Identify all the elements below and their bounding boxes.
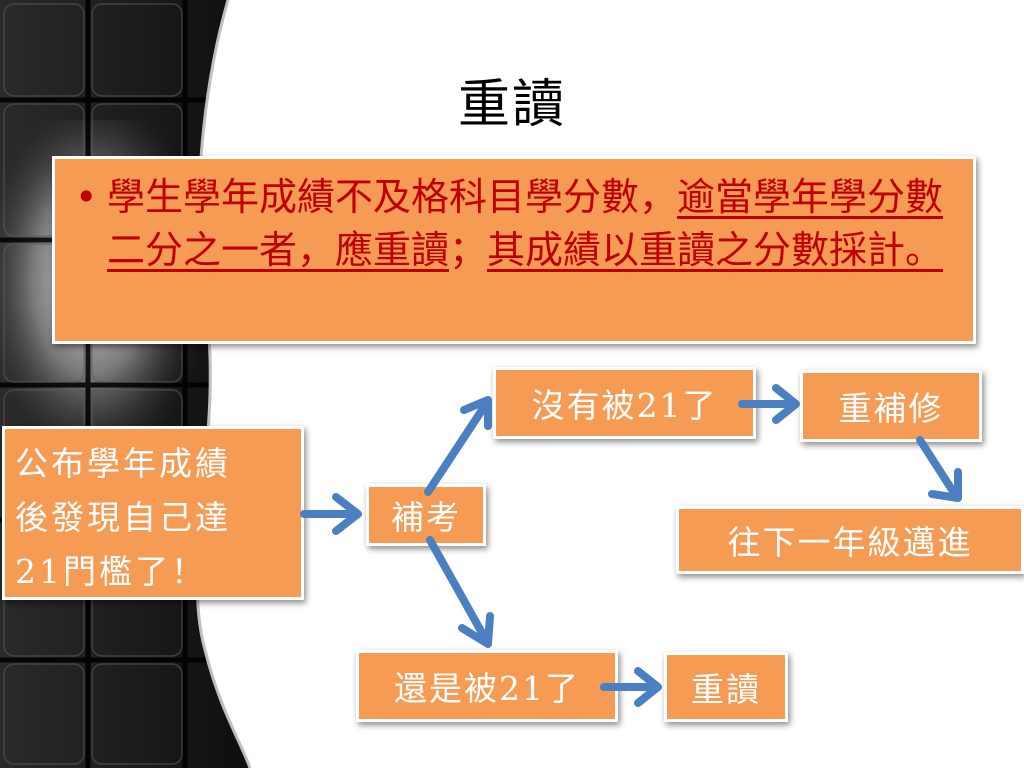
- node-not-failed-label: 沒有被21了: [531, 386, 718, 425]
- node-redo-course: 重補修: [800, 370, 982, 442]
- node-makeup-exam-label: 補考: [391, 498, 461, 537]
- node-redo-course-label: 重補修: [838, 389, 944, 428]
- rule-text-part3: ；: [449, 228, 488, 272]
- node-repeat-year-label: 重讀: [691, 670, 761, 709]
- node-promote: 往下一年級邁進: [676, 506, 1024, 574]
- rule-text-part1: 學生學年成績不及格科目學分數，: [107, 175, 678, 219]
- node-not-failed: 沒有被21了: [493, 367, 756, 439]
- node-start-line1: 公布學年成績: [15, 444, 231, 483]
- slide-title: 重讀: [457, 75, 566, 135]
- node-promote-label: 往下一年級邁進: [727, 523, 973, 562]
- node-start-line3: 21門檻了！: [15, 552, 207, 591]
- node-makeup-exam: 補考: [366, 484, 486, 546]
- rule-text-part2: 逾當學年學分數二分之一者，應重讀: [107, 175, 944, 272]
- node-still-failed-label: 還是被21了: [394, 669, 580, 708]
- rule-box: • 學生學年成績不及格科目學分數，逾當學年學分數二分之一者，應重讀；其成績以重讀…: [52, 156, 976, 344]
- node-start: 公布學年成績 後發現自己達 21門檻了！: [2, 426, 304, 600]
- node-still-failed: 還是被21了: [356, 650, 618, 722]
- rule-text-part4: 其成績以重讀之分數採計。: [487, 228, 944, 272]
- node-start-line2: 後發現自己達: [15, 498, 231, 537]
- rule-text: 學生學年成績不及格科目學分數，逾當學年學分數二分之一者，應重讀；其成績以重讀之分…: [107, 171, 957, 277]
- node-repeat-year: 重讀: [664, 652, 788, 722]
- bullet-icon: •: [75, 175, 98, 219]
